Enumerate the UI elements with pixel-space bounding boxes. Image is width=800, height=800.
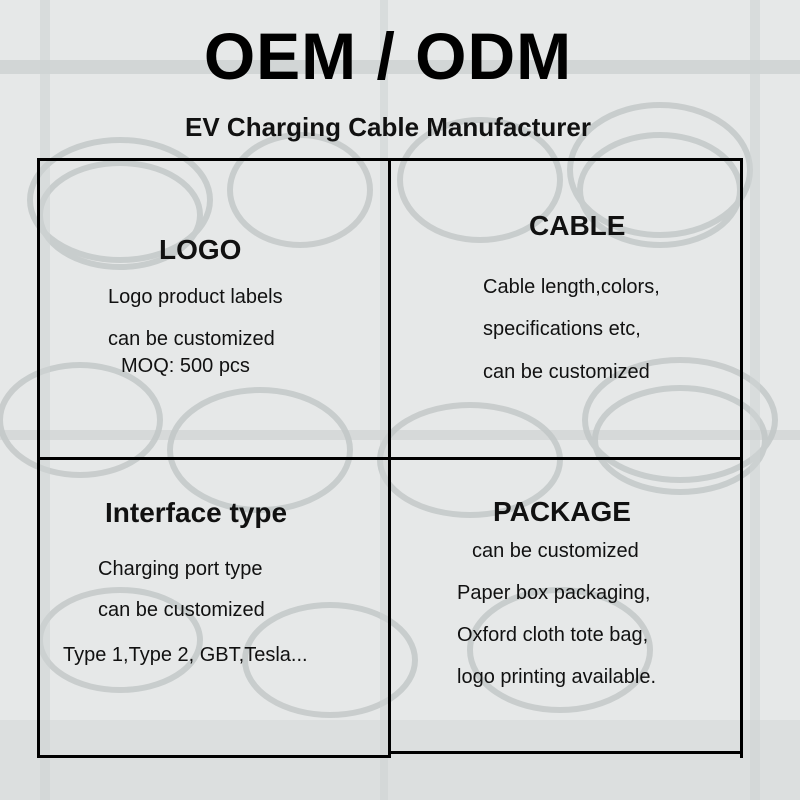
cable-line-1: Cable length,colors, [483,276,660,298]
grid-line-bottom-right [389,751,743,754]
package-line-3: Oxford cloth tote bag, [457,624,649,646]
interface-line-3: Type 1,Type 2, GBT,Tesla... [63,644,308,666]
cable-title: CABLE [529,210,626,241]
package-line-2: Paper box packaging, [457,582,651,604]
package-title: PACKAGE [493,496,631,527]
interface-line-1: Charging port type [98,558,263,580]
logo-line-2: can be customized [108,328,275,350]
logo-line-3: MOQ: 500 pcs [121,355,250,377]
grid-line-bottom-left [37,755,391,758]
logo-line-1: Logo product labels [108,286,283,308]
interface-title: Interface type [105,497,288,528]
cable-line-3: can be customized [483,361,650,383]
grid-line-middle-horizontal [37,457,743,460]
interface-line-2: can be customized [98,599,265,621]
cable-line-2: specifications etc, [483,318,641,340]
subtitle: EV Charging Cable Manufacturer [185,112,591,142]
package-line-1: can be customized [472,540,639,562]
logo-title: LOGO [159,234,242,265]
package-line-4: logo printing available. [457,666,657,688]
main-title: OEM / ODM [203,19,573,93]
feature-grid [37,158,743,758]
